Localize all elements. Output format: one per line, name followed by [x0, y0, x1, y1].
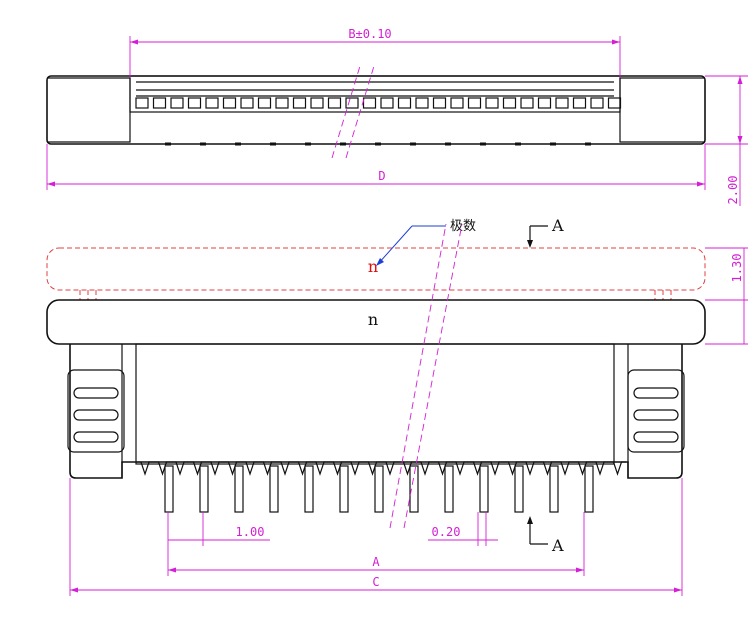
top-contact-tooth	[222, 97, 237, 109]
top-contact-tooth	[380, 97, 394, 109]
top-contact-tooth	[450, 97, 464, 109]
front-pin	[514, 465, 524, 513]
front-view: 极数 A n n 1.30	[46, 216, 748, 596]
lock-groove	[633, 387, 679, 399]
actuator-open-outline	[46, 247, 706, 291]
front-pin	[199, 465, 209, 513]
top-contact-tooth	[240, 97, 254, 109]
dim-a-label: A	[372, 555, 380, 569]
front-pin	[269, 465, 279, 513]
dim-height-label: 2.00	[726, 176, 740, 205]
callout-pole-count: 极数	[450, 219, 476, 234]
top-contact-tooth	[310, 97, 324, 109]
top-contact-tooth	[537, 97, 552, 109]
dim-d-arrow-right	[697, 181, 705, 187]
top-contact-tooth	[275, 97, 289, 109]
dim-actuator-height-label: 1.30	[730, 254, 744, 283]
dim-h-arrow-top	[737, 76, 743, 84]
top-body-outline	[46, 75, 706, 145]
front-pin	[479, 465, 489, 513]
dim-c-arrow-right	[674, 587, 682, 593]
dim-a-arrow-left	[168, 567, 176, 573]
top-contact-tooth	[467, 97, 482, 109]
top-right-cap	[619, 77, 705, 143]
housing-center-body	[135, 343, 615, 465]
right-lock-grooves	[627, 369, 685, 453]
section-a-bottom-arrow	[527, 516, 533, 524]
front-pin	[164, 465, 174, 513]
top-break-line-2	[345, 65, 375, 159]
section-a-top-arrow	[527, 240, 533, 248]
lock-frame	[67, 369, 125, 453]
top-contact-tooth	[257, 97, 272, 109]
left-lock-grooves	[67, 369, 125, 453]
front-pin	[549, 465, 559, 513]
top-contact-tooth	[135, 97, 149, 109]
callout-leader-diagonal	[377, 225, 413, 265]
dim-c-label: C	[372, 575, 379, 589]
section-a-top-label: A	[551, 216, 564, 235]
top-contact-tooth	[345, 97, 359, 109]
front-teeth-profile	[136, 461, 626, 476]
housing-outline	[69, 344, 683, 479]
front-break-line-2	[403, 223, 463, 529]
front-pin	[409, 465, 419, 513]
top-contact-tooth	[607, 97, 622, 109]
front-break-line-1	[389, 223, 447, 529]
front-pin	[374, 465, 384, 513]
top-contact-tooth	[590, 97, 604, 109]
dim-b-arrow-right	[612, 39, 620, 45]
top-contact-tooth	[502, 97, 517, 109]
section-a-bottom-label: A	[551, 536, 564, 555]
top-contact-tooth	[397, 97, 412, 109]
top-contact-tooth	[187, 97, 202, 109]
front-contact-teeth	[136, 461, 626, 476]
front-pin	[339, 465, 349, 513]
top-contact-tooth	[572, 97, 587, 109]
top-left-cap	[47, 77, 131, 143]
dim-d-arrow-left	[47, 181, 55, 187]
top-contact-tooth	[415, 97, 429, 109]
top-contact-tooth	[327, 97, 342, 109]
dim-b-label: B±0.10	[348, 27, 391, 41]
top-contact-tooth	[520, 97, 534, 109]
dim-a-arrow-right	[576, 567, 584, 573]
dim-h-arrow-bottom	[737, 136, 743, 144]
lock-frame	[627, 369, 685, 453]
top-view: B±0.10 D 2.00	[46, 27, 748, 206]
top-contact-tooth	[292, 97, 307, 109]
front-pin	[234, 465, 244, 513]
top-slot-outline	[129, 75, 621, 113]
top-contact-row	[135, 97, 622, 109]
lock-groove	[73, 431, 119, 443]
top-contact-tooth	[432, 97, 447, 109]
dim-pitch-label: 1.00	[236, 525, 265, 539]
dim-d-label: D	[378, 169, 385, 183]
front-pin	[304, 465, 314, 513]
top-contact-tooth	[170, 97, 184, 109]
top-contact-tooth	[485, 97, 499, 109]
actuator-open-label: n	[368, 257, 378, 276]
top-contact-tooth	[555, 97, 569, 109]
actuator-closed-label: n	[368, 310, 378, 329]
top-contact-tooth	[205, 97, 219, 109]
callout-arrowhead	[376, 258, 384, 266]
top-contact-tooth	[152, 97, 167, 109]
lock-groove	[73, 387, 119, 399]
top-break-line-1	[331, 65, 361, 159]
lock-groove	[73, 409, 119, 421]
front-pins	[164, 465, 594, 513]
front-pin	[584, 465, 594, 513]
dim-pin-width-label: 0.20	[432, 525, 461, 539]
lock-groove	[633, 409, 679, 421]
dim-b-arrow-left	[130, 39, 138, 45]
top-contact-tooth	[362, 97, 377, 109]
front-pin	[444, 465, 454, 513]
lock-groove	[633, 431, 679, 443]
dim-c-arrow-left	[70, 587, 78, 593]
